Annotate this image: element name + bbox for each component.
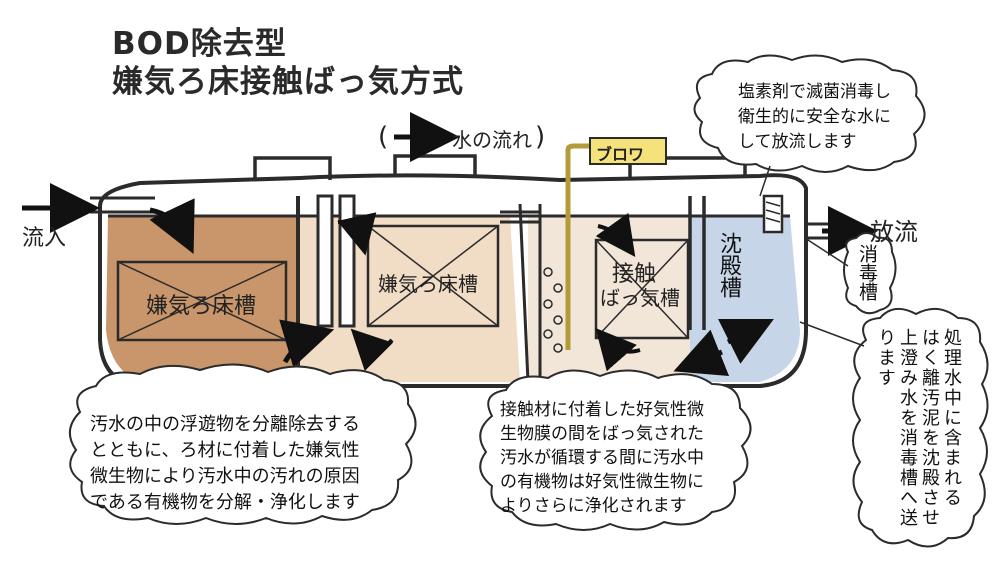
blower-pipe xyxy=(565,143,590,350)
anaerobic-line-2: とともに、ろ材に付着した嫌気性 xyxy=(90,440,360,461)
disinfection-label-cloud xyxy=(843,232,897,315)
manhole-1 xyxy=(253,156,332,180)
aerobic-line-4: の有機物は好気性微生物に xyxy=(500,472,704,492)
flow-arrow-4 xyxy=(350,328,394,372)
settling-note-line-2: はく離汚泥を沈殿させ xyxy=(919,328,940,528)
title-line-2: 嫌気ろ床接触ばっ気方式 xyxy=(112,64,464,100)
aerobic-line-1: 接触材に付着した好気性微 xyxy=(500,400,704,420)
settling-callout: 処理水中に含まれる はく離汚泥を沈殿させ 上澄み水を消毒槽へ送 ります xyxy=(874,328,962,540)
chlorine-line-2: 衛生的に安全な水に xyxy=(738,107,891,127)
flow-arrow-3 xyxy=(337,212,377,256)
discharge-label: 放流 xyxy=(870,218,918,246)
legend-water-flow: 水の流れ xyxy=(452,128,532,152)
anaerobic-line-3: 微生物により汚水中の汚れの原因 xyxy=(90,466,360,487)
tank1-label: 嫌気ろ床槽 xyxy=(146,294,257,319)
svg-text:(: ( xyxy=(378,122,388,152)
anaerobic-line-1: 汚水の中の浮遊物を分離除去する xyxy=(90,414,360,435)
anaerobic-line-4: である有機物を分解・浄化します xyxy=(90,492,360,513)
anaerobic-callout: 汚水の中の浮遊物を分離除去する とともに、ろ材に付着した嫌気性 微生物により汚水… xyxy=(90,412,360,516)
flow-arrow-6 xyxy=(595,327,641,372)
filter-media-1 xyxy=(116,260,288,342)
settling-label: 沈殿槽 xyxy=(716,232,741,298)
blower-label: ブロワ xyxy=(596,145,645,164)
chlorine-line-3: して放流します xyxy=(738,132,857,152)
cloud-settling xyxy=(852,307,989,548)
manhole-3 xyxy=(628,156,747,178)
aerobic-callout: 接触材に付着した好気性微 生物膜の間をばっ気された 汚水が循環する間に汚水中 の… xyxy=(500,398,704,518)
cloud-chlorine xyxy=(693,54,926,173)
manhole-2 xyxy=(393,154,477,176)
flow-arrow-8 xyxy=(717,319,774,364)
aeration-label-2: ばっ気槽 xyxy=(600,286,680,310)
aerobic-line-5: よりさらに浄化されます xyxy=(500,496,687,516)
chlorine-line-1: 塩素剤で滅菌消毒し xyxy=(738,82,891,102)
svg-text:): ) xyxy=(535,122,545,152)
title-line-1: BOD除去型 xyxy=(112,26,287,62)
blower-box xyxy=(589,137,667,165)
settling-note-line-1: 処理水中に含まれる xyxy=(941,328,962,508)
disinfection-label: 消毒槽 xyxy=(856,244,878,301)
filter-media-2 xyxy=(366,224,500,328)
flow-arrow-1 xyxy=(149,198,195,255)
air-bubbles xyxy=(543,267,563,353)
aerobic-line-2: 生物膜の間をばっ気された xyxy=(500,424,704,444)
settling-note-line-3: 上澄み水を消毒槽へ送 xyxy=(897,328,918,528)
chlorine-callout: 塩素剤で滅菌消毒し 衛生的に安全な水に して放流します xyxy=(738,80,891,155)
flow-arrow-5 xyxy=(595,212,636,258)
tank2-label: 嫌気ろ床槽 xyxy=(378,272,478,296)
cloud-anaerobic xyxy=(69,363,417,525)
cloud-aerobic xyxy=(479,369,752,531)
flow-arrow-7 xyxy=(673,329,730,377)
aerobic-line-3: 汚水が循環する間に汚水中 xyxy=(500,448,704,468)
flow-arrow-2 xyxy=(279,319,335,368)
inflow-label: 流入 xyxy=(22,226,67,251)
aeration-label-1: 接触 xyxy=(612,262,657,287)
settling-note-line-4: ります xyxy=(875,328,896,388)
